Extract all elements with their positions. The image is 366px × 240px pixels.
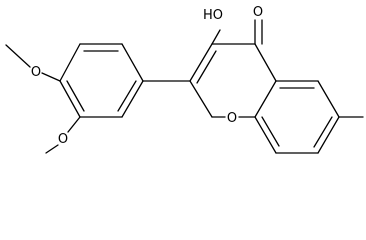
bond	[5, 44, 31, 68]
bond	[121, 80, 144, 118]
bond	[254, 80, 277, 118]
bond	[317, 116, 340, 154]
bond	[254, 43, 277, 82]
bond	[211, 29, 221, 45]
ring-oxygen-label: O	[227, 111, 237, 126]
bond-double-inner	[313, 116, 333, 148]
bond-lines	[5, 19, 364, 154]
bond	[45, 144, 59, 154]
bond	[317, 80, 340, 118]
bond	[254, 116, 277, 154]
bond	[189, 80, 213, 118]
bond-double-inner	[66, 80, 85, 112]
bond	[121, 43, 144, 82]
bond-double-inner	[196, 50, 217, 84]
bond	[67, 116, 81, 133]
bond	[41, 72, 61, 82]
chemical-structure: HO O O O O	[5, 5, 364, 154]
bond-double-inner	[261, 116, 280, 147]
atom-labels: HO O O O O	[31, 5, 263, 147]
bond	[59, 43, 81, 82]
methoxy-bottom-oxygen-label: O	[58, 132, 68, 147]
bond	[189, 43, 213, 82]
bond	[59, 80, 81, 118]
methoxy-top-oxygen-label: O	[31, 65, 41, 80]
carbonyl-oxygen-label: O	[253, 5, 263, 20]
hydroxyl-label: HO	[203, 8, 223, 23]
bond-double-inner	[117, 80, 137, 112]
